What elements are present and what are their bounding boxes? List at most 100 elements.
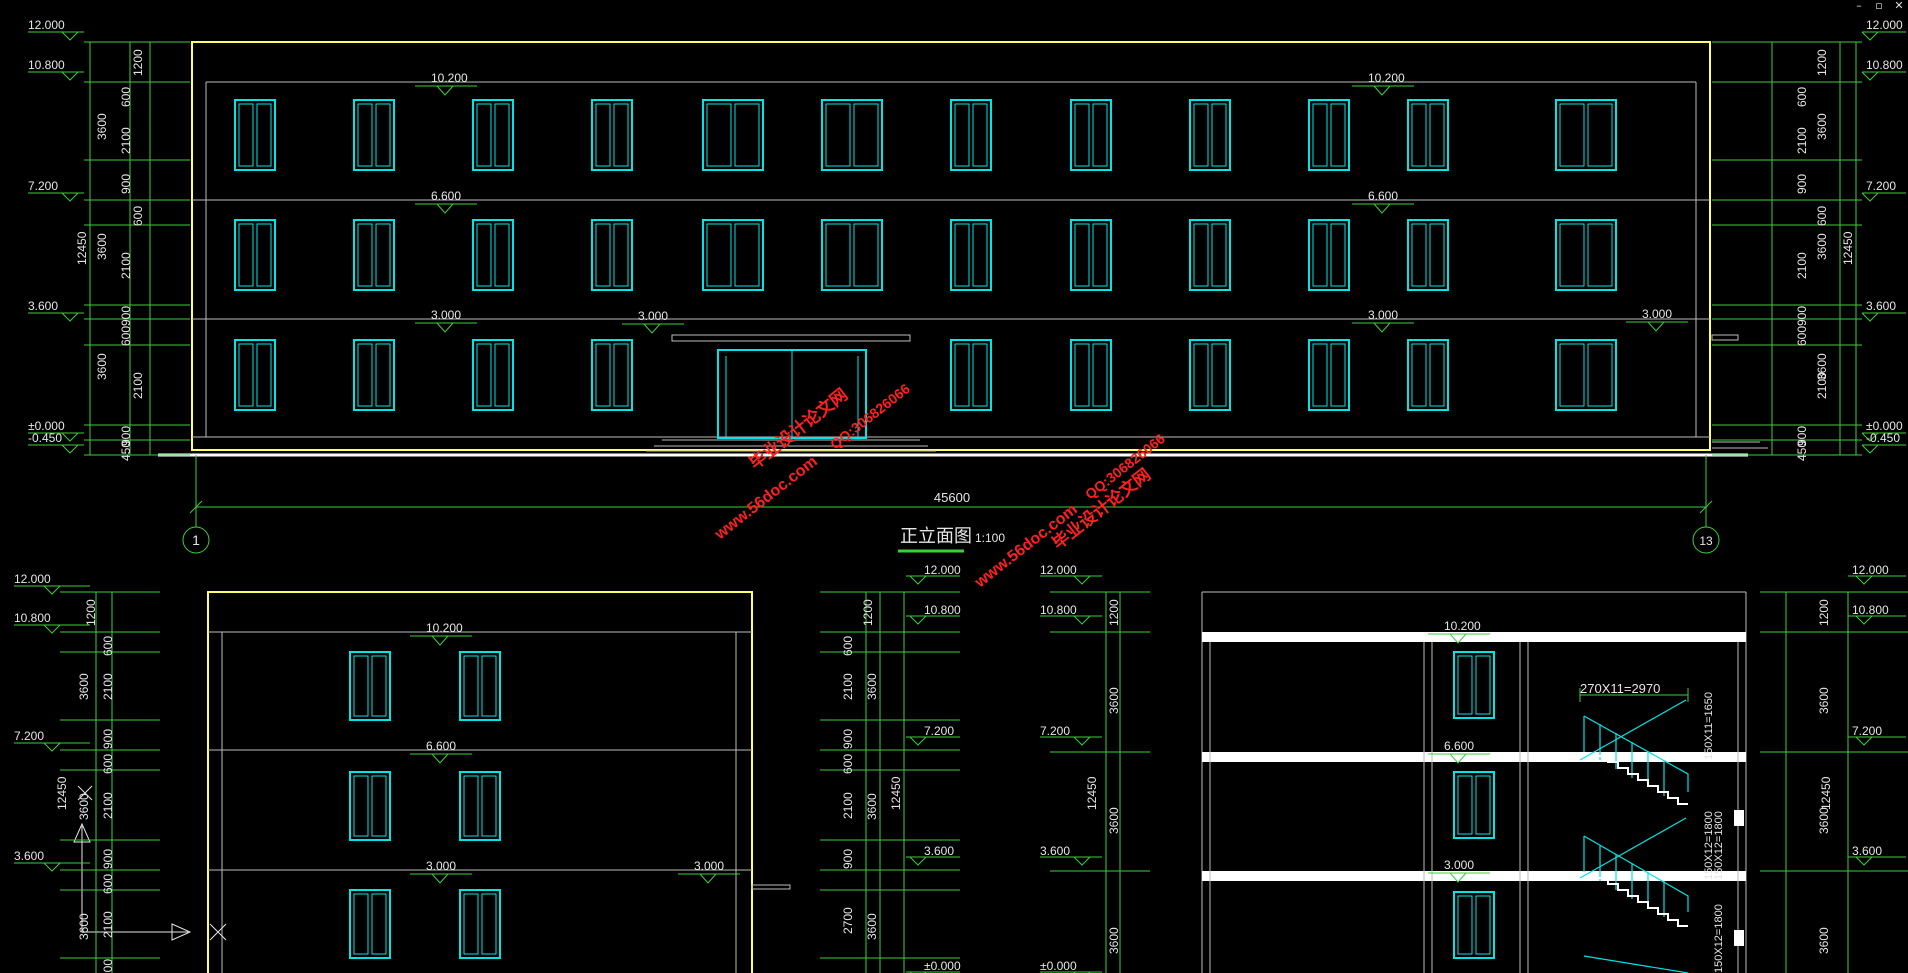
dim-label: 600 bbox=[119, 326, 133, 346]
dim-label: 2100 bbox=[119, 252, 133, 279]
section-drawing: 270X11=2970 12003600360036001245012.0001… bbox=[1040, 563, 1908, 973]
minimize-icon[interactable]: – bbox=[1856, 0, 1862, 12]
window bbox=[472, 339, 514, 411]
window bbox=[1308, 99, 1350, 171]
close-icon[interactable]: ✕ bbox=[1894, 0, 1904, 12]
window bbox=[1555, 219, 1617, 291]
level-triangle bbox=[436, 85, 454, 96]
dim-label: 7.200 bbox=[28, 179, 58, 193]
dim-label: 3600 bbox=[77, 793, 91, 820]
restore-icon[interactable]: ▫ bbox=[1875, 0, 1883, 12]
dim-label: 12450 bbox=[55, 776, 69, 810]
dim-label: 3600 bbox=[95, 353, 109, 380]
dim-label: 12.000 bbox=[1040, 563, 1077, 577]
dim-label: 600 bbox=[841, 754, 855, 774]
window bbox=[1453, 651, 1495, 719]
dim-label: 2700 bbox=[841, 907, 855, 934]
dim-label: 10.800 bbox=[1852, 603, 1889, 617]
level-label: 6.600 bbox=[426, 739, 456, 753]
dim-label: 7.200 bbox=[1866, 179, 1896, 193]
dim-label: ±0.000 bbox=[1866, 419, 1903, 433]
dim-label: 1200 bbox=[861, 599, 875, 626]
dim-label: 3600 bbox=[1815, 233, 1829, 260]
dim-label: 7.200 bbox=[14, 729, 44, 743]
window bbox=[349, 651, 391, 721]
dim-label: 600 bbox=[1795, 326, 1809, 346]
window bbox=[821, 219, 883, 291]
level-triangle bbox=[1449, 633, 1467, 644]
window bbox=[1407, 219, 1449, 291]
dim-label: 2100 bbox=[101, 792, 115, 819]
dim-label: 2100 bbox=[841, 792, 855, 819]
dim-label: 10.800 bbox=[1040, 603, 1077, 617]
window bbox=[821, 99, 883, 171]
dim-label: 2100 bbox=[119, 127, 133, 154]
dim-label: ±0.000 bbox=[924, 959, 961, 973]
stair-treads bbox=[1598, 755, 1688, 927]
window bbox=[234, 99, 276, 171]
level-label: 3.000 bbox=[431, 308, 461, 322]
dim-label: 900 bbox=[101, 959, 115, 973]
window bbox=[1407, 339, 1449, 411]
dim-label: 150X12=1800 bbox=[1713, 811, 1725, 880]
dim-label: 12.000 bbox=[1852, 563, 1889, 577]
dim-label: 3600 bbox=[865, 913, 879, 940]
level-triangle bbox=[1449, 753, 1467, 764]
section-windows bbox=[1453, 651, 1495, 959]
window bbox=[459, 651, 501, 721]
dim-label: 600 bbox=[131, 206, 145, 226]
dim-label: 7.200 bbox=[1852, 724, 1882, 738]
stair-run-label: 270X11=2970 bbox=[1580, 681, 1660, 696]
dim-label: 10.800 bbox=[1866, 58, 1903, 72]
dim-label: 12450 bbox=[1819, 776, 1833, 810]
dim-label: 2100 bbox=[1795, 127, 1809, 154]
level-label: 10.200 bbox=[1444, 619, 1481, 633]
dim-label: 12450 bbox=[889, 776, 903, 810]
dim-label: 900 bbox=[119, 306, 133, 326]
dim-label: ±0.000 bbox=[1040, 959, 1077, 973]
level-label: 10.200 bbox=[426, 621, 463, 635]
dim-label: 450 bbox=[119, 441, 133, 461]
window bbox=[1070, 99, 1112, 171]
middle-dimension-column: 1200600210090060021009002700360036003600… bbox=[820, 563, 961, 973]
dim-label: 3600 bbox=[77, 673, 91, 700]
window bbox=[1070, 339, 1112, 411]
dim-label: 12.000 bbox=[1866, 18, 1903, 32]
dim-label: 900 bbox=[841, 729, 855, 749]
dim-label: 1200 bbox=[1817, 599, 1831, 626]
section-dimensions: 12003600360036001245012.00010.8007.2003.… bbox=[1040, 563, 1908, 973]
window bbox=[353, 219, 395, 291]
level-triangle bbox=[699, 873, 717, 884]
floor-slab-3 bbox=[1202, 752, 1746, 762]
dim-label: 3600 bbox=[1815, 113, 1829, 140]
dim-label: 3.600 bbox=[14, 849, 44, 863]
dim-label: 12.000 bbox=[924, 563, 961, 577]
dim-label: 600 bbox=[101, 754, 115, 774]
dim-label: 1200 bbox=[1815, 49, 1829, 76]
window bbox=[472, 219, 514, 291]
axis-marker-1 bbox=[182, 526, 210, 554]
level-label: 3.000 bbox=[638, 309, 668, 323]
window bbox=[1407, 99, 1449, 171]
dim-label: 12450 bbox=[1085, 776, 1099, 810]
dim-label: 3.600 bbox=[1040, 844, 1070, 858]
floor-slab-2 bbox=[1202, 871, 1746, 881]
dim-label: 12450 bbox=[1841, 231, 1855, 265]
level-triangle bbox=[431, 873, 449, 884]
total-width-label: 45600 bbox=[934, 490, 970, 505]
dim-label: 10.800 bbox=[28, 58, 65, 72]
level-triangle bbox=[1449, 872, 1467, 883]
dim-label: 900 bbox=[1795, 306, 1809, 326]
dim-label: 600 bbox=[1795, 87, 1809, 107]
level-triangle bbox=[436, 322, 454, 333]
dim-label: 12.000 bbox=[14, 572, 51, 586]
side-elevation: 1200600210090060021009006002100900360036… bbox=[14, 572, 791, 973]
window-controls: – ▫ ✕ bbox=[1850, 0, 1908, 12]
entrance-canopy bbox=[671, 334, 911, 342]
level-label: 3.000 bbox=[1444, 858, 1474, 872]
level-label: 10.200 bbox=[1368, 71, 1405, 85]
window bbox=[234, 339, 276, 411]
dim-label: 900 bbox=[1795, 426, 1809, 446]
window bbox=[353, 99, 395, 171]
